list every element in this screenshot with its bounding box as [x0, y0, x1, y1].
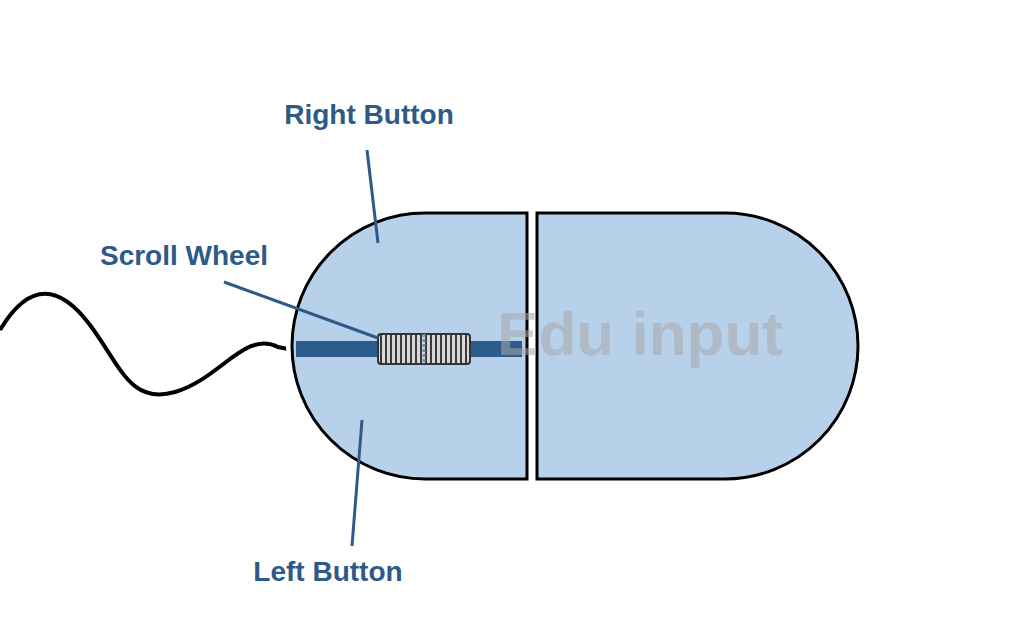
mouse-body	[292, 213, 858, 479]
leader-line	[352, 420, 362, 546]
watermark: Edu input	[497, 300, 783, 368]
leader-line	[367, 150, 378, 243]
scroll-wheel-shape	[378, 334, 470, 364]
leader-line	[224, 282, 378, 338]
leader-lines	[224, 150, 378, 546]
wheel-axle	[423, 334, 426, 364]
mouse-cable	[0, 294, 293, 395]
button-halo	[292, 213, 527, 479]
part-label: Left Button	[253, 557, 402, 588]
left-button-shape	[292, 213, 527, 479]
part-label: Scroll Wheel	[100, 241, 268, 272]
part-label: Right Button	[284, 100, 454, 131]
